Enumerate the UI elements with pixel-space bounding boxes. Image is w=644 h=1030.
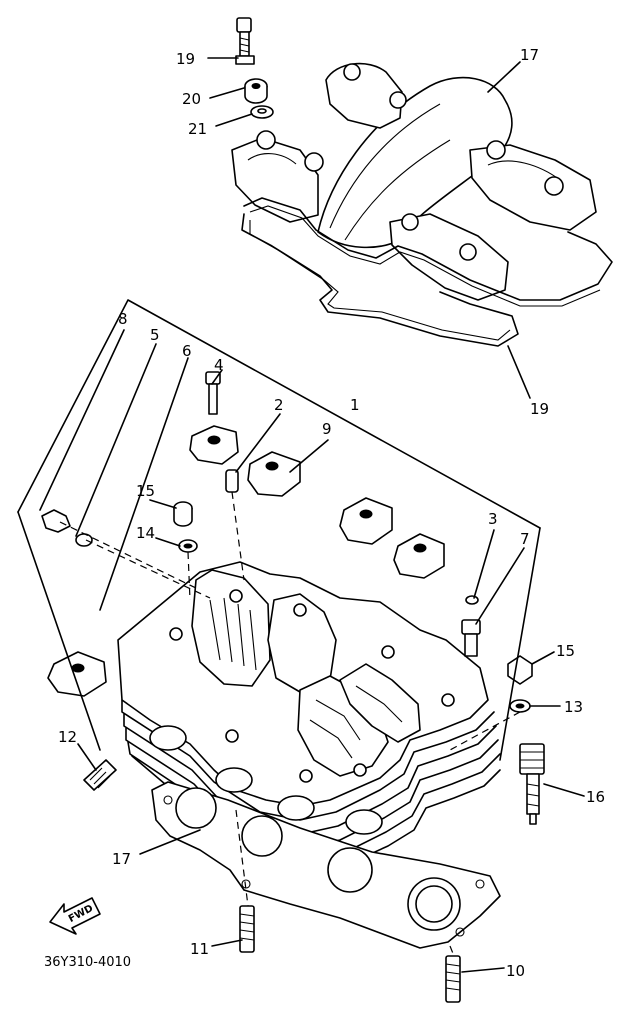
guide-lines bbox=[59, 491, 521, 957]
cylinder-head-cover bbox=[231, 62, 597, 301]
callout-16: 16 bbox=[586, 788, 605, 806]
cam-cap-bolt bbox=[205, 371, 221, 415]
plug-right bbox=[507, 655, 533, 685]
cover-grommet bbox=[244, 78, 268, 104]
callout-1: 1 bbox=[350, 396, 360, 414]
cover-bolt bbox=[235, 17, 255, 65]
callout-7: 7 bbox=[520, 530, 530, 548]
spark-plug bbox=[519, 743, 545, 825]
callout-13: 13 bbox=[564, 698, 583, 716]
callout-14: 14 bbox=[136, 524, 155, 542]
cylinder-head-gasket bbox=[151, 781, 501, 949]
callout-19: 19 bbox=[530, 400, 549, 418]
callout-3: 3 bbox=[488, 510, 498, 528]
blind-plug bbox=[173, 501, 193, 527]
leader-lines bbox=[39, 57, 585, 973]
cam-cap bbox=[189, 425, 239, 465]
callout-11: 11 bbox=[190, 940, 209, 958]
callout-21: 20 bbox=[182, 90, 201, 108]
callout-10: 10 bbox=[506, 962, 525, 980]
nipple bbox=[461, 619, 481, 657]
circlip bbox=[465, 595, 479, 605]
stud-bolt bbox=[239, 905, 255, 953]
callout-17: 17 bbox=[112, 850, 131, 868]
callout-9: 9 bbox=[322, 420, 332, 438]
oil-check-bolt bbox=[41, 509, 71, 533]
fwd-arrow-icon: FWD bbox=[49, 897, 101, 935]
stud-bolt bbox=[83, 759, 117, 791]
dowel-pin bbox=[225, 469, 239, 493]
callout-8: 8 bbox=[118, 310, 128, 328]
callout-5: 5 bbox=[150, 326, 160, 344]
washer-right bbox=[509, 699, 531, 713]
cover-washer bbox=[250, 105, 274, 119]
callout-labels: 19 20 21 17 19 8 5 6 4 2 1 9 15 14 3 7 1… bbox=[58, 46, 605, 980]
drawing-code: 36Y310-4010 bbox=[44, 955, 131, 970]
cam-cap bbox=[47, 651, 107, 697]
callout-2: 2 bbox=[274, 396, 284, 414]
callout-15: 15 bbox=[136, 482, 155, 500]
callout-12: 12 bbox=[58, 728, 77, 746]
cam-cap bbox=[339, 497, 393, 545]
stud-bolt bbox=[445, 955, 461, 1003]
cam-cap bbox=[247, 451, 301, 497]
callout-6: 6 bbox=[182, 342, 192, 360]
callout-15-right: 15 bbox=[556, 642, 575, 660]
callout-4: 4 bbox=[214, 356, 224, 374]
assembly-bracket bbox=[17, 299, 541, 761]
callout-18: 17 bbox=[520, 46, 539, 64]
oil-washer bbox=[75, 533, 93, 547]
plug-washer bbox=[178, 539, 198, 553]
callout-22: 21 bbox=[188, 120, 207, 138]
head-cover-gasket bbox=[241, 197, 613, 347]
cylinder-head bbox=[117, 561, 501, 875]
callout-20: 19 bbox=[176, 50, 195, 68]
cam-cap bbox=[393, 533, 445, 579]
